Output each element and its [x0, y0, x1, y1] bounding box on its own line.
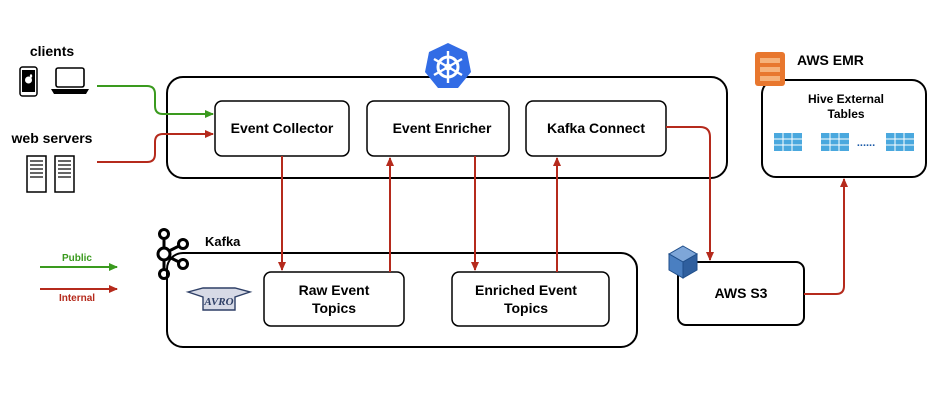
clients-label: clients: [30, 43, 75, 59]
phone-icon: [19, 66, 38, 97]
aws-s3-icon: [667, 245, 699, 279]
raw-topics-line2: Topics: [312, 300, 356, 316]
event-enricher-box: [366, 100, 510, 157]
event-enricher-label: Event Enricher: [393, 120, 492, 136]
hive-table-icon: [886, 133, 914, 151]
webservers-to-collector-arrow: [97, 130, 214, 163]
kafka-icon: [156, 228, 189, 280]
kubernetes-icon: [425, 43, 471, 88]
legend-internal-label: Internal: [59, 293, 95, 304]
hive-ellipsis: ......: [857, 137, 875, 149]
hive-label-line2: Tables: [827, 107, 864, 121]
server-icon: [54, 155, 75, 193]
raw-event-topics-box: [263, 271, 405, 327]
aws-emr-box: [761, 79, 927, 178]
event-collector-label: Event Collector: [231, 120, 334, 136]
aws-emr-label: AWS EMR: [797, 52, 864, 68]
laptop-icon: [51, 67, 89, 94]
server-icon: [26, 155, 47, 193]
aws-emr-icon: [755, 52, 785, 86]
legend-public-label: Public: [62, 253, 92, 264]
kafka-connect-box: [525, 100, 667, 157]
raw-topics-line1: Raw Event: [299, 282, 370, 298]
hive-label-line1: Hive External: [808, 92, 884, 106]
enriched-topics-line1: Enriched Event: [475, 282, 577, 298]
enriched-event-topics-box: [451, 271, 610, 327]
avro-logo: AVRO: [185, 287, 253, 311]
avro-logo-text: AVRO: [203, 296, 233, 308]
kafka-connect-label: Kafka Connect: [547, 120, 645, 136]
clients-to-collector-arrow: [97, 85, 214, 118]
kafka-label: Kafka: [205, 234, 241, 249]
web-servers-label: web servers: [11, 130, 93, 146]
hive-table-icon: [774, 133, 802, 151]
connect-to-s3-arrow: [666, 126, 714, 261]
s3-to-emr-arrow: [804, 178, 848, 295]
enriched-topics-line2: Topics: [504, 300, 548, 316]
aws-s3-label: AWS S3: [715, 285, 768, 301]
hive-table-icon: [821, 133, 849, 151]
